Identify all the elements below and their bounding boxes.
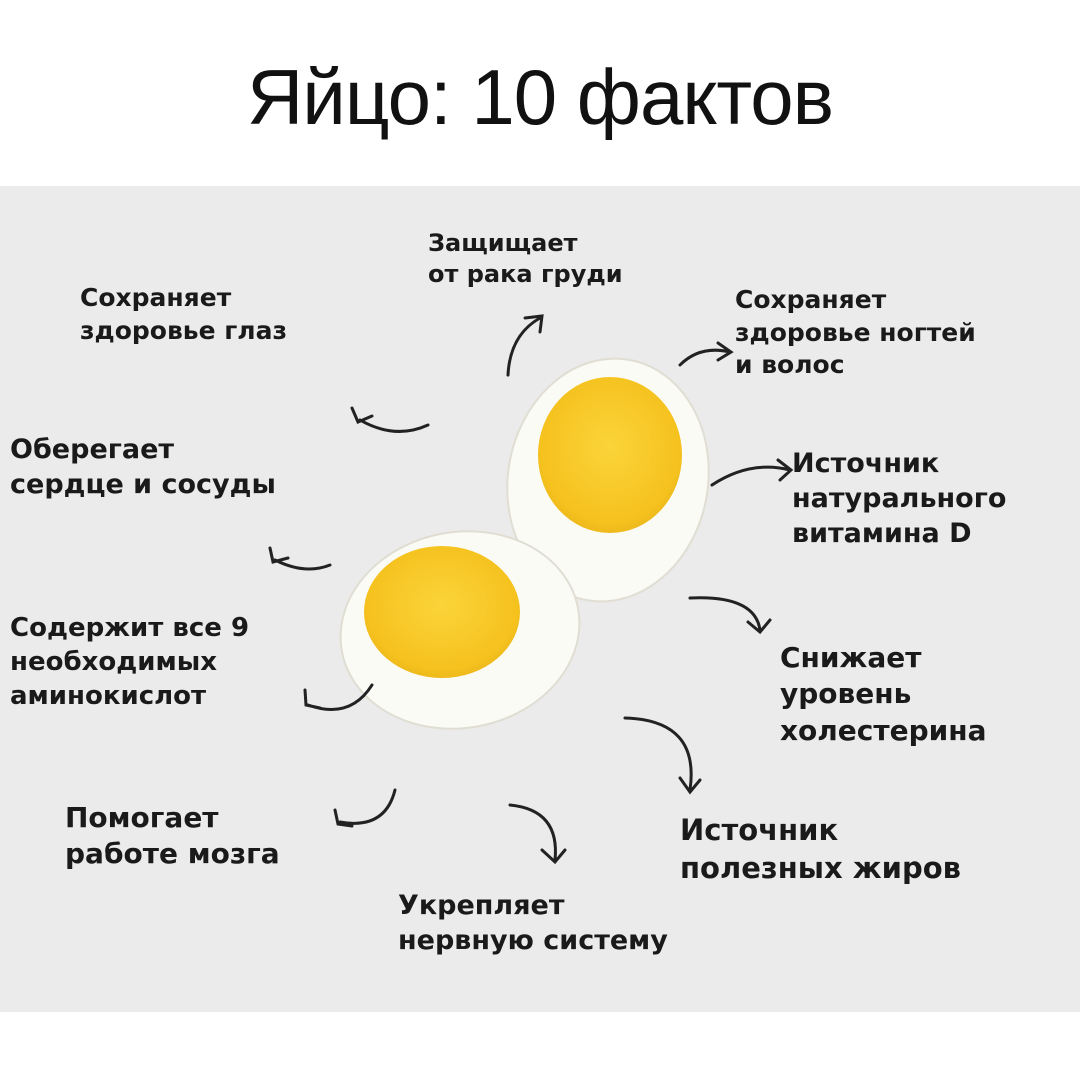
arrow-icon [333,788,397,828]
arrow-icon [678,341,734,367]
fact-cholesterol: Снижает уровень холестерина [780,641,987,747]
arrow-icon [350,406,430,433]
arrow-icon [506,314,544,377]
fact-breast-cancer: Защищает от рака груди [428,229,623,289]
fact-nails-hair: Сохраняет здоровье ногтей и волос [735,285,976,379]
arrow-icon [710,458,794,487]
arrow-icon [268,546,332,571]
arrow-icon [303,683,374,711]
arrow-icon [623,716,702,795]
fact-amino-acids: Содержит все 9 необходимых аминокислот [10,613,250,711]
fact-nervous-system: Укрепляет нервную систему [398,890,668,957]
arrow-icon [508,803,567,865]
page-title: Яйцо: 10 фактов [246,53,834,141]
fact-eye-health: Сохраняет здоровье глаз [80,283,288,345]
egg-half-right [506,357,710,603]
fact-healthy-fats: Источник полезных жиров [680,813,961,885]
egg-half-left [339,530,581,730]
arrow-icon [688,596,772,635]
fact-vitamin-d: Источник натурального витамина D [792,448,1007,550]
fact-heart: Оберегает сердце и сосуды [10,434,276,501]
arrows [268,314,794,865]
fact-brain: Помогает работе мозга [65,801,280,871]
